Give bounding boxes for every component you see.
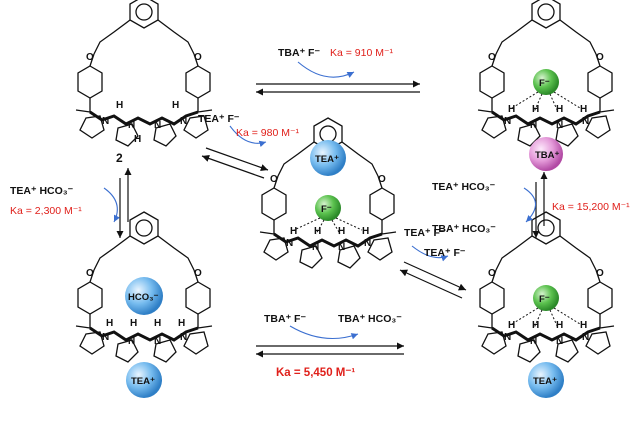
fluoride-label: F⁻ [539,78,550,89]
tba-label: TBA⁺ [535,150,560,161]
tea-label: TEA⁺ [131,376,155,387]
hydrogen-atom: H [508,320,515,331]
nitrogen-atom: N [180,332,187,343]
nitrogen-atom: N [128,120,135,131]
top-ka-label: Ka = 910 M⁻¹ [330,47,394,59]
hydrogen-atom: H [362,226,369,237]
nitrogen-atom: N [180,116,187,127]
hydrogen-atom: H [338,226,345,237]
hydrogen-atom: H [154,318,161,329]
nitrogen-atom: N [128,336,135,347]
nitrogen-atom: N [530,336,537,347]
equilibrium-diagonal: TEA⁺ F⁻ Ka = 980 M⁻¹ [198,113,300,179]
oxygen-atom: O [488,52,496,63]
nitrogen-atom: N [154,120,161,131]
right-reagent-top-label: TEA⁺ HCO₃⁻ [432,181,496,193]
hydrogen-atom: H [314,226,321,237]
macrocycle-tea-fluoride-complex: O O TEA⁺ F⁻ N N N N H H H H [258,116,398,270]
hydrogen-atom: H [106,318,113,329]
fluoride-sphere [533,285,559,311]
left-reagent-label: TEA⁺ HCO₃⁻ [10,185,74,197]
nitrogen-atom: N [102,116,109,127]
tba-sphere [529,137,563,171]
hydrogen-atom: H [556,320,563,331]
equilibrium-top: TBA⁺ F⁻ Ka = 910 M⁻¹ [256,47,420,96]
hydrogen-atom: H [116,100,123,111]
oxygen-atom: O [378,174,386,185]
tea-label: TEA⁺ [533,376,557,387]
hydrogen-atom: H [508,104,515,115]
fluoride-label: F⁻ [539,294,550,305]
oxygen-atom: O [488,268,496,279]
bottom-ka-label: Ka = 5,450 M⁻¹ [276,367,355,379]
hydrogen-atom: H [290,226,297,237]
nitrogen-atom: N [364,238,371,249]
tea-label: TEA⁺ [315,154,339,165]
fluoride-label: F⁻ [321,204,332,215]
hydrogen-atom: H [172,100,179,111]
nitrogen-atom: N [556,336,563,347]
hydrogen-atom: H [178,318,185,329]
nitrogen-atom: N [530,120,537,131]
fluoride-sphere [533,69,559,95]
fluoride-sphere [315,195,341,221]
nitrogen-atom: N [338,242,345,253]
nitrogen-atom: N [582,332,589,343]
bottom-reagent-left-label: TBA⁺ F⁻ [264,313,306,325]
nitrogen-atom: N [582,116,589,127]
lr-reagent-b-label: TEA⁺ F⁻ [424,247,466,259]
macrocycle-tea-fluoride-bottom-complex: O O F⁻ N N N N H H H H TEA⁺ [476,210,616,398]
hydrogen-atom: H [580,104,587,115]
top-reagent-label: TBA⁺ F⁻ [278,47,320,59]
oxygen-atom: O [86,268,94,279]
bicarbonate-sphere [125,277,163,315]
left-ka-label: Ka = 2,300 M⁻¹ [10,205,82,217]
hydrogen-atom: H [532,320,539,331]
right-reagent-bottom-label: TBA⁺ HCO₃⁻ [432,223,496,235]
bottom-reagent-right-label: TBA⁺ HCO₃⁻ [338,313,402,325]
nitrogen-atom: N [312,242,319,253]
macrocycle-tba-fluoride-complex: O O F⁻ N N N N H H H H TBA⁺ [476,0,616,171]
hydrogen-atom: H [130,318,137,329]
hydrogen-atom: H [532,104,539,115]
oxygen-atom: O [194,268,202,279]
nitrogen-atom: N [504,116,511,127]
hydrogen-atom: H [580,320,587,331]
macrocycle-tea-bicarbonate-complex: O O HCO₃⁻ N N N N H H H H TEA⁺ [74,210,214,398]
macrocycle-free-host: O O N N N N H H H [74,0,214,148]
equilibrium-center-bottom-right: TEA⁺ F⁻ TEA⁺ F⁻ [399,227,467,299]
tea-sphere [528,362,564,398]
nitrogen-atom: N [286,238,293,249]
hydrogen-atom: H [134,134,141,145]
compound-label: 2 [116,151,123,165]
nitrogen-atom: N [154,336,161,347]
oxygen-atom: O [194,52,202,63]
tea-sphere [310,140,346,176]
oxygen-atom: O [596,268,604,279]
right-ka-label: Ka = 15,200 M⁻¹ [552,201,630,213]
oxygen-atom: O [86,52,94,63]
nitrogen-atom: N [504,332,511,343]
nitrogen-atom: N [102,332,109,343]
diag-reagent-label: TEA⁺ F⁻ [198,113,240,125]
diag-ka-label: Ka = 980 M⁻¹ [236,127,300,139]
equilibrium-bottom: TBA⁺ F⁻ TBA⁺ HCO₃⁻ Ka = 5,450 M⁻¹ [256,313,404,379]
equilibrium-left: TEA⁺ HCO₃⁻ Ka = 2,300 M⁻¹ [10,168,132,238]
tea-sphere [126,362,162,398]
lr-reagent-a-label: TEA⁺ F⁻ [404,227,446,239]
equilibrium-right: TEA⁺ HCO₃⁻ TBA⁺ HCO₃⁻ Ka = 15,200 M⁻¹ [432,172,630,238]
bicarbonate-label: HCO₃⁻ [128,292,159,303]
oxygen-atom: O [596,52,604,63]
oxygen-atom: O [270,174,278,185]
nitrogen-atom: N [556,120,563,131]
hydrogen-atom: H [556,104,563,115]
